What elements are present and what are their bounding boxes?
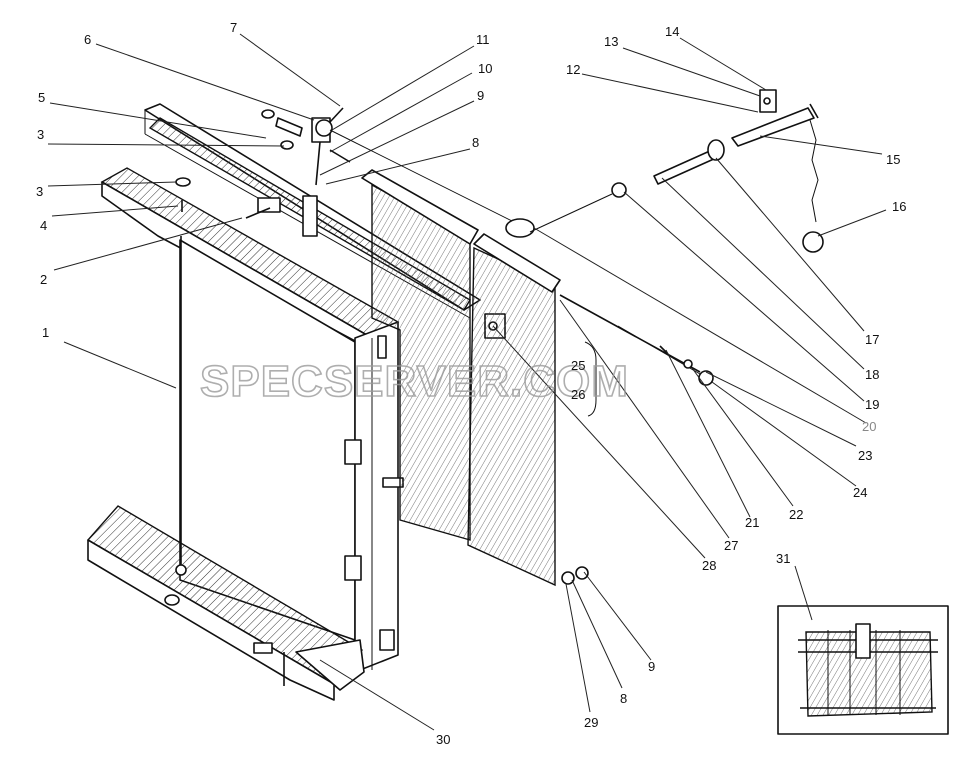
label-part-24: 24 (853, 485, 867, 500)
label-part-8: 8 (472, 135, 479, 150)
label-part-6: 6 (84, 32, 91, 47)
label-part-9: 9 (477, 88, 484, 103)
label-part-29: 29 (584, 715, 598, 730)
leader-lines (47, 33, 887, 731)
label-part-23: 23 (858, 448, 872, 463)
label-part-1: 1 (42, 325, 49, 340)
label-part-10: 10 (478, 61, 492, 76)
label-part-5: 5 (38, 90, 45, 105)
part-labels: 1 2 3 3 4 5 6 7 8 9 10 11 12 13 14 15 16… (36, 20, 906, 747)
label-part-2: 2 (40, 272, 47, 287)
label-part-31: 31 (776, 551, 790, 566)
blind-shutter-right (467, 233, 561, 587)
label-part-27: 27 (724, 538, 738, 553)
label-part-9b: 9 (648, 659, 655, 674)
label-part-11: 11 (476, 32, 490, 47)
label-part-16: 16 (892, 199, 906, 214)
label-part-19: 19 (865, 397, 879, 412)
label-part-14: 14 (665, 24, 679, 39)
label-part-15: 15 (886, 152, 900, 167)
label-part-3a: 3 (37, 127, 44, 142)
label-part-17: 17 (865, 332, 879, 347)
label-part-26: 26 (571, 387, 585, 402)
label-part-25: 25 (571, 358, 585, 373)
label-part-13: 13 (604, 34, 618, 49)
label-part-12: 12 (566, 62, 580, 77)
label-part-8b: 8 (620, 691, 627, 706)
label-part-28: 28 (702, 558, 716, 573)
inset-blind-detail (777, 605, 949, 735)
label-part-20: 20 (862, 419, 876, 434)
radiator-frame (86, 167, 404, 701)
label-part-3b: 3 (36, 184, 43, 199)
watermark-text: SPECSERVER.COM (200, 357, 629, 406)
blind-shutter-left (361, 169, 479, 541)
label-part-30: 30 (436, 732, 450, 747)
label-part-7: 7 (230, 20, 237, 35)
label-part-18: 18 (865, 367, 879, 382)
label-part-21: 21 (745, 515, 759, 530)
control-mechanism (261, 89, 824, 585)
label-part-4: 4 (40, 218, 47, 233)
label-part-22: 22 (789, 507, 803, 522)
